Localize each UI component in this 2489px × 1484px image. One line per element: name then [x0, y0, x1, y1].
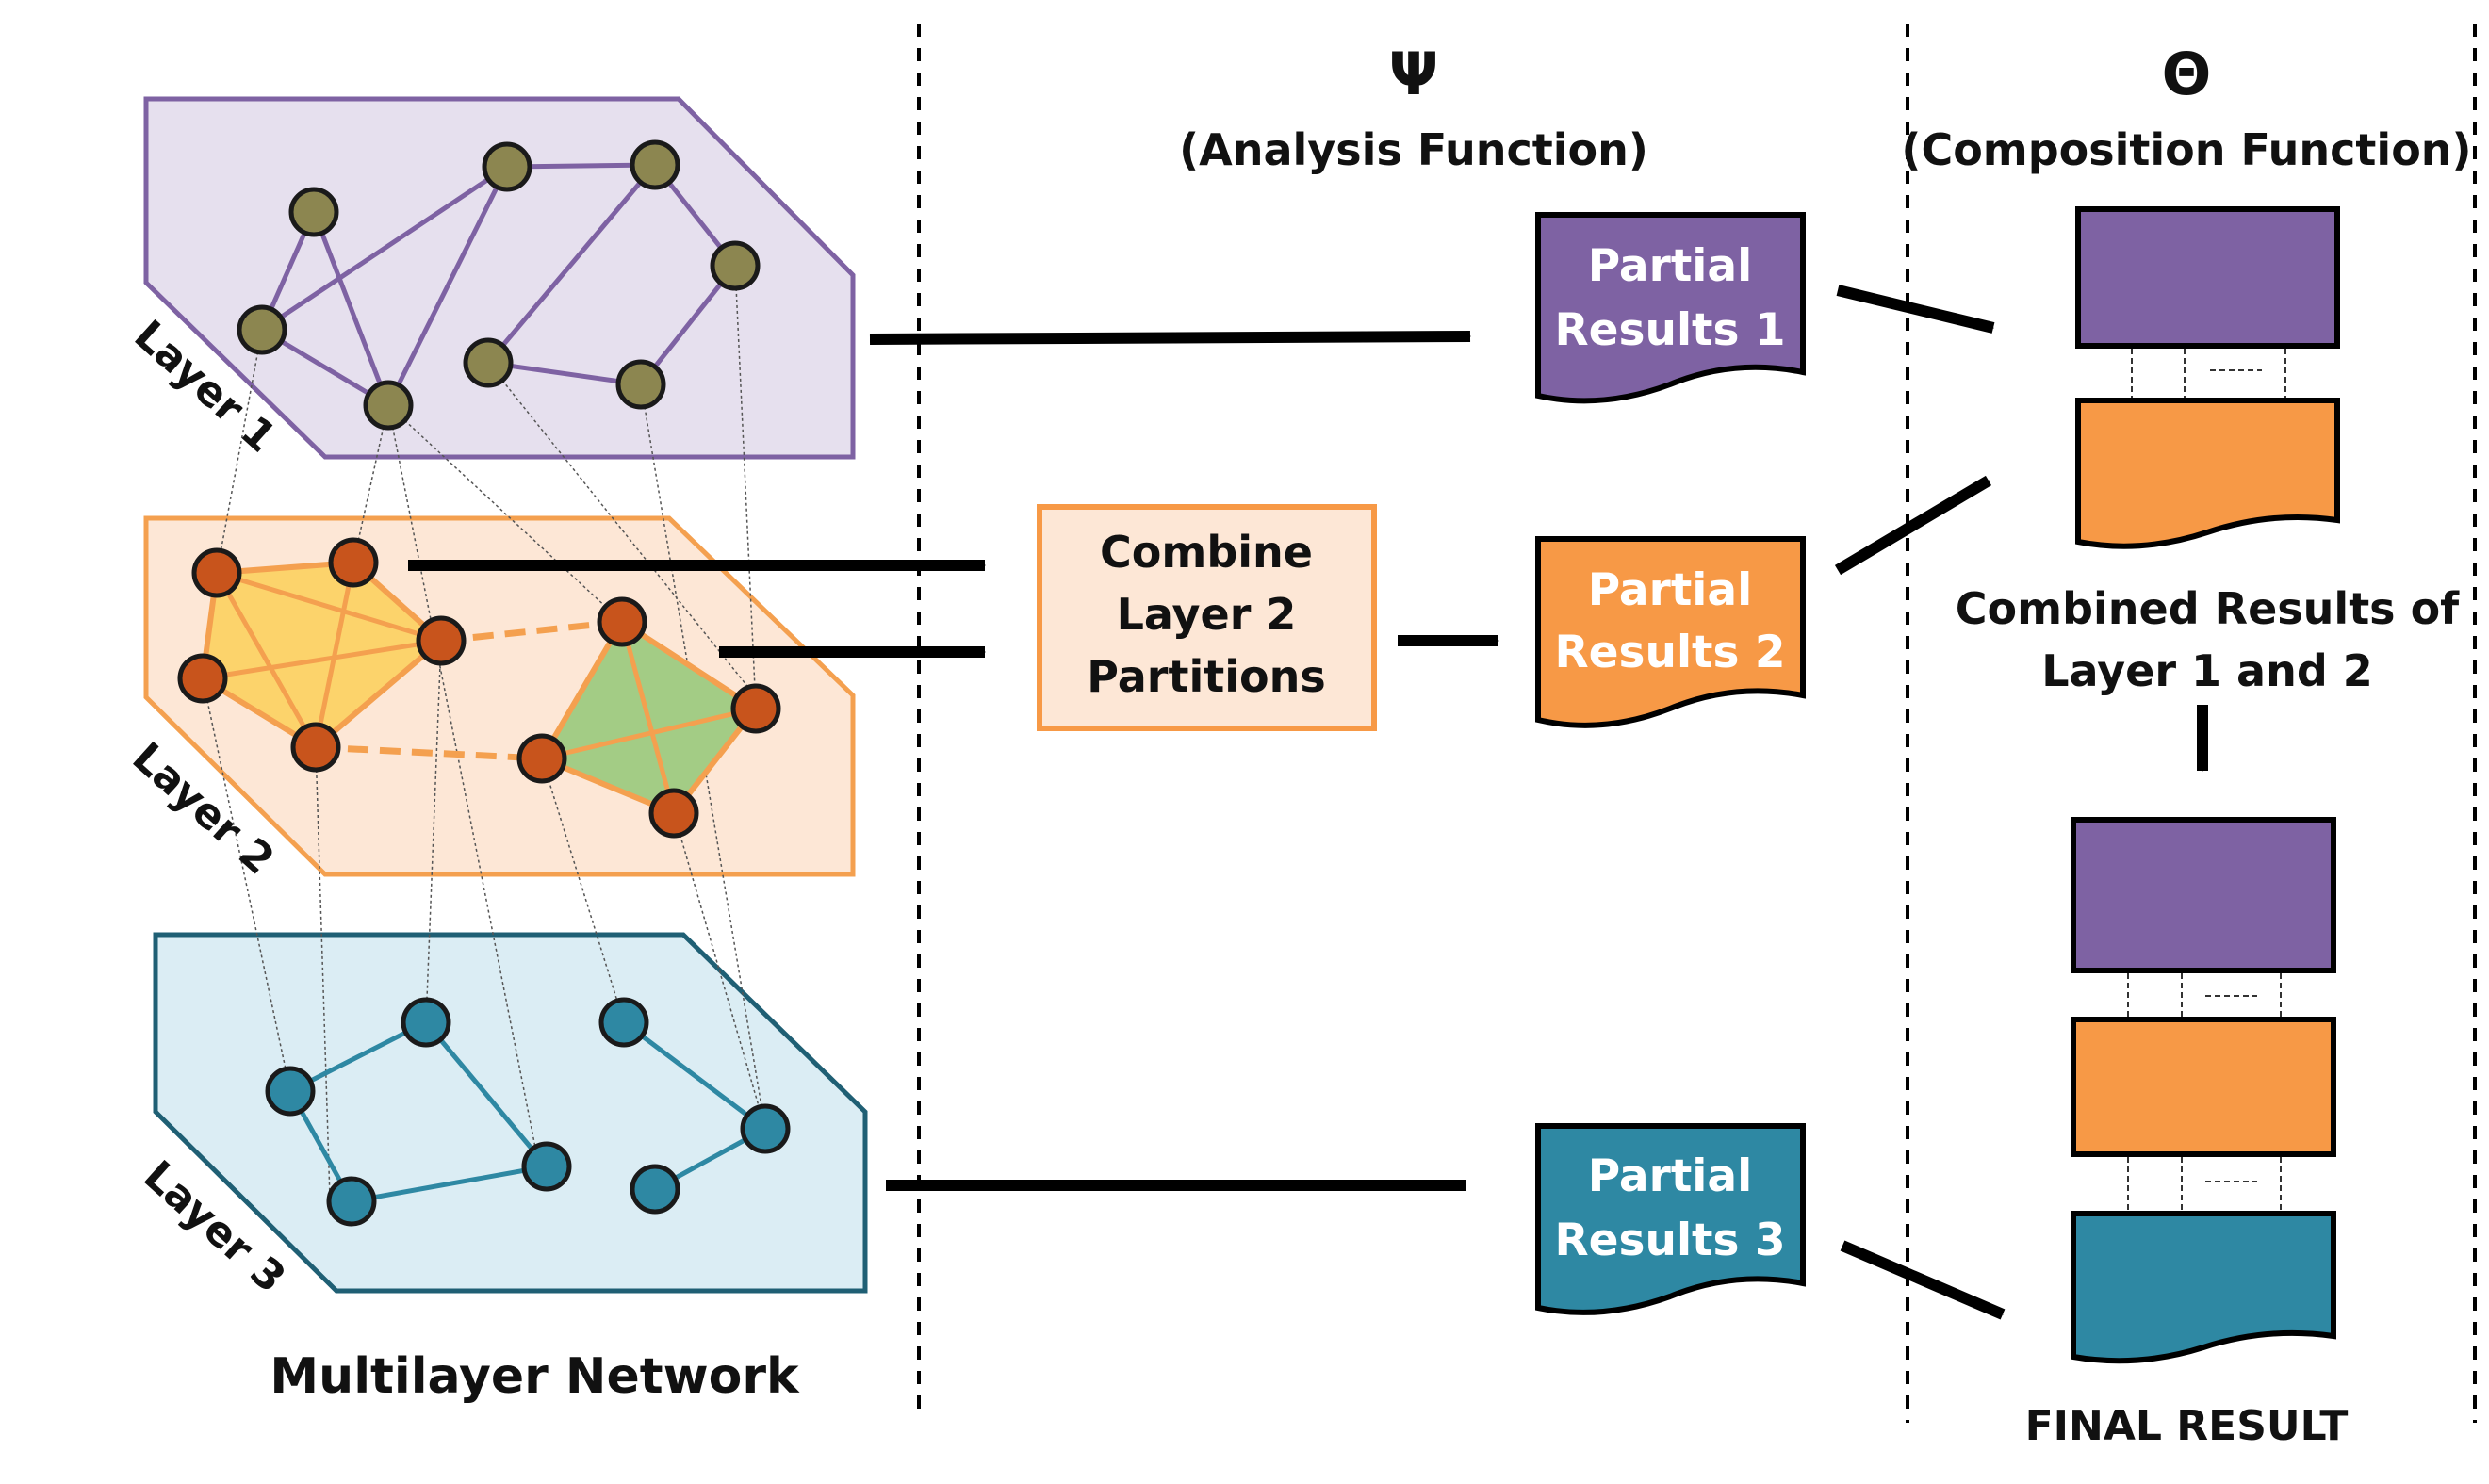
flow-arrows — [408, 285, 2208, 1320]
combined-caption-2: Layer 1 and 2 — [2041, 645, 2373, 696]
layer-3-nodes — [265, 997, 791, 1227]
partial-3-line-2: Results 3 — [1554, 1215, 1785, 1266]
network-title: Multilayer Network — [270, 1348, 800, 1405]
partial-2-line-2: Results 2 — [1554, 627, 1785, 678]
combined-caption-1: Combined Results of — [1956, 583, 2460, 634]
psi-symbol: Ψ — [1389, 40, 1439, 108]
combined-block-orange — [2075, 398, 2340, 549]
theta-caption: (Composition Function) — [1901, 124, 2471, 175]
partial-2-line-1: Partial — [1588, 564, 1752, 616]
layer-3-edges — [287, 1019, 767, 1204]
final-block-teal — [2071, 1211, 2336, 1364]
psi-caption: (Analysis Function) — [1179, 124, 1648, 175]
partial-results-3: Partial Results 3 — [1535, 1123, 1806, 1315]
combine-partitions-box — [1037, 504, 1377, 731]
combine-line-1: Combine — [1100, 527, 1313, 578]
combine-line-3: Partitions — [1087, 651, 1325, 702]
layer-2-nodes — [177, 537, 781, 839]
arrow-partial2-to-composition — [1834, 475, 1992, 576]
final-result-caption: FINAL RESULT — [2025, 1402, 2349, 1450]
theta-symbol: Θ — [2162, 40, 2212, 108]
partial-1-line-2: Results 1 — [1554, 304, 1785, 356]
arrow-partial1-to-composition — [1836, 285, 1995, 334]
combine-line-2: Layer 2 — [1117, 589, 1297, 640]
arrow-layer1-to-partial1 — [869, 331, 1471, 345]
partial-1-line-1: Partial — [1588, 240, 1752, 292]
layer-2-edges — [202, 562, 757, 814]
partial-results-2: Partial Results 2 — [1535, 536, 1806, 728]
final-stack — [2071, 817, 2336, 1364]
partial-results-1: Partial Results 1 — [1535, 212, 1806, 404]
partial-3-line-1: Partial — [1588, 1150, 1752, 1202]
layer-1-nodes — [237, 139, 761, 431]
combined-stack — [2075, 206, 2340, 549]
combined-block-purple — [2075, 206, 2340, 349]
arrow-partial3-to-final — [1840, 1240, 2006, 1320]
layer-2-inter-partition-links — [315, 618, 623, 762]
final-block-orange — [2071, 1017, 2336, 1157]
final-block-purple — [2071, 817, 2336, 973]
